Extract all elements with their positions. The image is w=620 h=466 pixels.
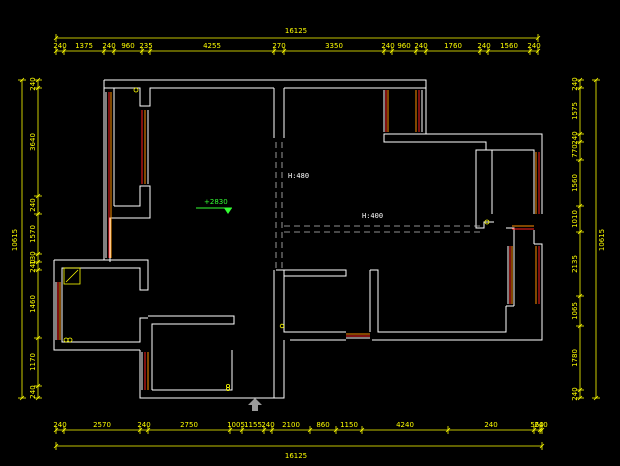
- dim-bottom-segment: 1150: [340, 421, 358, 429]
- dim-left-segment: 1170: [29, 353, 37, 371]
- window-left-column: [141, 110, 149, 184]
- dim-top-segment: 240: [527, 42, 540, 50]
- ceiling-height-right: H:400: [362, 212, 383, 220]
- dim-right-segment: 1575: [571, 102, 579, 120]
- dim-bottom-total: 16125: [285, 452, 307, 460]
- dim-bottom-segment: 2100: [282, 421, 300, 429]
- dim-bottom-segment: 2750: [180, 421, 198, 429]
- dim-bottom-segment: 240: [534, 421, 547, 429]
- ceiling-height-left: H:480: [288, 172, 309, 180]
- ceiling-dashed-lines: [275, 142, 484, 270]
- dim-bottom-segment: 860: [316, 421, 329, 429]
- dim-left-segment: 240: [29, 198, 37, 211]
- dim-top-segment: 240: [414, 42, 427, 50]
- dim-bottom-segment: 4240: [396, 421, 414, 429]
- dim-top-segment: 3350: [325, 42, 343, 50]
- window-top-right: [383, 90, 423, 132]
- dim-top-segment: 960: [397, 42, 410, 50]
- dimension-lines: [21, 37, 597, 447]
- window-right-upper: [535, 152, 540, 214]
- dim-right-segment: 770: [571, 144, 579, 157]
- dim-top-segment: 1760: [444, 42, 462, 50]
- dim-right-segment: 240: [571, 77, 579, 90]
- dim-bottom-segment: 240: [137, 421, 150, 429]
- dim-top-segment: 1375: [75, 42, 93, 50]
- dim-right-segment: 1010: [571, 210, 579, 228]
- dim-bottom-segment: 2570: [93, 421, 111, 429]
- dim-left-segment: 240: [29, 259, 37, 272]
- fixtures: [63, 87, 490, 391]
- elevation-marker-icon: [196, 207, 232, 214]
- dim-right-segment: 240: [571, 387, 579, 400]
- dim-right-total: 10615: [598, 229, 606, 251]
- dim-bottom-segment: 240: [484, 421, 497, 429]
- dim-top-segment: 4255: [203, 42, 221, 50]
- dim-top-segment: 240: [477, 42, 490, 50]
- dim-bottom-segment: 1005: [227, 421, 245, 429]
- entrance-arrow-icon: [248, 398, 262, 411]
- dim-top-segment: 240: [102, 42, 115, 50]
- window-right-lower: [507, 246, 540, 304]
- dim-bottom-segment: 240: [53, 421, 66, 429]
- dim-left-segment: 1570: [29, 225, 37, 243]
- window-bathroom: [141, 352, 149, 390]
- dim-bottom-segment: 560: [530, 421, 543, 429]
- walls: [53, 79, 543, 399]
- dim-top-segment: 270: [272, 42, 285, 50]
- dim-right-segment: 1560: [571, 174, 579, 192]
- dim-right-segment: 1065: [571, 302, 579, 320]
- dimension-ticks: [18, 34, 600, 450]
- dim-top-segment: 960: [121, 42, 134, 50]
- dim-top-segment: 240: [381, 42, 394, 50]
- fixture-square-icon: [63, 267, 81, 285]
- dim-left-segment: 3640: [29, 133, 37, 151]
- dim-left-segment: 1460: [29, 295, 37, 313]
- dim-right-segment: 1780: [571, 349, 579, 367]
- dim-bottom-segment: 240: [261, 421, 274, 429]
- window-left-upper: [105, 92, 112, 258]
- dim-left-segment: 130: [29, 251, 37, 264]
- window-bottom-center: [346, 333, 370, 339]
- elevation-label: +2830: [204, 198, 228, 206]
- window-right-middle: [512, 225, 534, 230]
- dim-right-segment: 2135: [571, 255, 579, 273]
- dim-top-segment: 235: [139, 42, 152, 50]
- dim-top-total: 16125: [285, 27, 307, 35]
- dim-left-total: 10615: [11, 229, 19, 251]
- window-left-lower: [55, 282, 61, 340]
- windows: [55, 90, 540, 390]
- dim-right-segment: 240: [571, 131, 579, 144]
- dim-top-segment: 240: [53, 42, 66, 50]
- fixture-circle-icon: [63, 337, 69, 343]
- dim-top-segment: 1560: [500, 42, 518, 50]
- dim-bottom-segment: 1155: [244, 421, 262, 429]
- dim-left-segment: 240: [29, 77, 37, 90]
- dim-left-segment: 240: [29, 385, 37, 398]
